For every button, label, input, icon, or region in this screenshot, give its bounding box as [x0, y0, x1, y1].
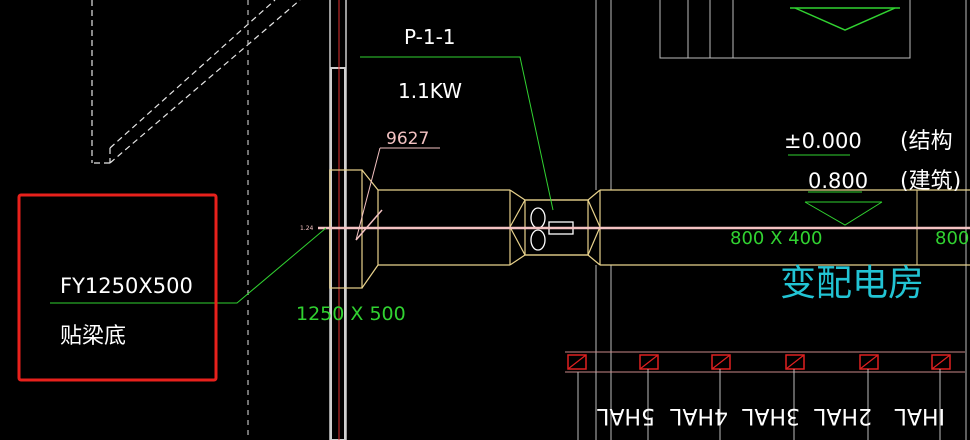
cabinet-marker: [639, 354, 659, 370]
room-name: 变配电房: [780, 263, 924, 304]
callout-note: 贴梁底: [60, 324, 126, 349]
callout-size: FY1250X500: [60, 274, 193, 298]
tiny-tag: 1.24: [300, 225, 314, 232]
struct-note: (结构: [900, 129, 953, 154]
cabinet-marker-diagonal: [567, 354, 587, 370]
elevation-1: ±0.000: [784, 129, 862, 153]
red-markers: [567, 354, 951, 440]
cabinet-marker: [711, 354, 731, 370]
pump-power: 1.1KW: [398, 79, 462, 103]
leader-lines: [50, 56, 883, 304]
duct-centerline: [318, 209, 970, 241]
cabinet-marker-diagonal: [785, 354, 805, 370]
bottom-row-label: 2HAL: [813, 403, 872, 428]
bottom-row-label: 5HAL: [596, 403, 655, 428]
cabinet-marker-diagonal: [711, 354, 731, 370]
duct-main-size: 1250 X 500: [296, 303, 406, 325]
wall-column: [329, 0, 347, 440]
cabinet-marker-diagonal: [931, 354, 951, 370]
arch-note: (建筑): [900, 169, 961, 194]
bottom-cabinet-row: [565, 351, 965, 440]
cabinet-marker: [931, 354, 951, 370]
bottom-row-labels: IHAL 2HAL 3HAL 4HAL 5HAL: [596, 403, 945, 428]
right-walls: [595, 0, 967, 440]
bottom-row-label: IHAL: [894, 403, 945, 428]
cabinet-marker: [785, 354, 805, 370]
bottom-row-label: 4HAL: [669, 403, 728, 428]
duct-right-size: 800 X 400: [730, 228, 823, 249]
cabinet-marker: [859, 354, 879, 370]
cabinet-marker-diagonal: [859, 354, 879, 370]
callout-box: [17, 193, 218, 382]
dimension-9627: 9627: [386, 129, 429, 149]
dimension-9627-leader: [355, 147, 440, 241]
bottom-row-label: 3HAL: [741, 403, 800, 428]
duct-right-size-cut: 800: [935, 228, 969, 249]
cabinet-marker: [567, 354, 587, 370]
cabinet-marker-diagonal: [639, 354, 659, 370]
duct-system: [329, 169, 970, 289]
top-triangle-mark: [790, 7, 900, 31]
dashed-stair: [91, 0, 301, 440]
pump-tag: P-1-1: [404, 25, 456, 49]
elevation-2: 0.800: [808, 169, 868, 193]
